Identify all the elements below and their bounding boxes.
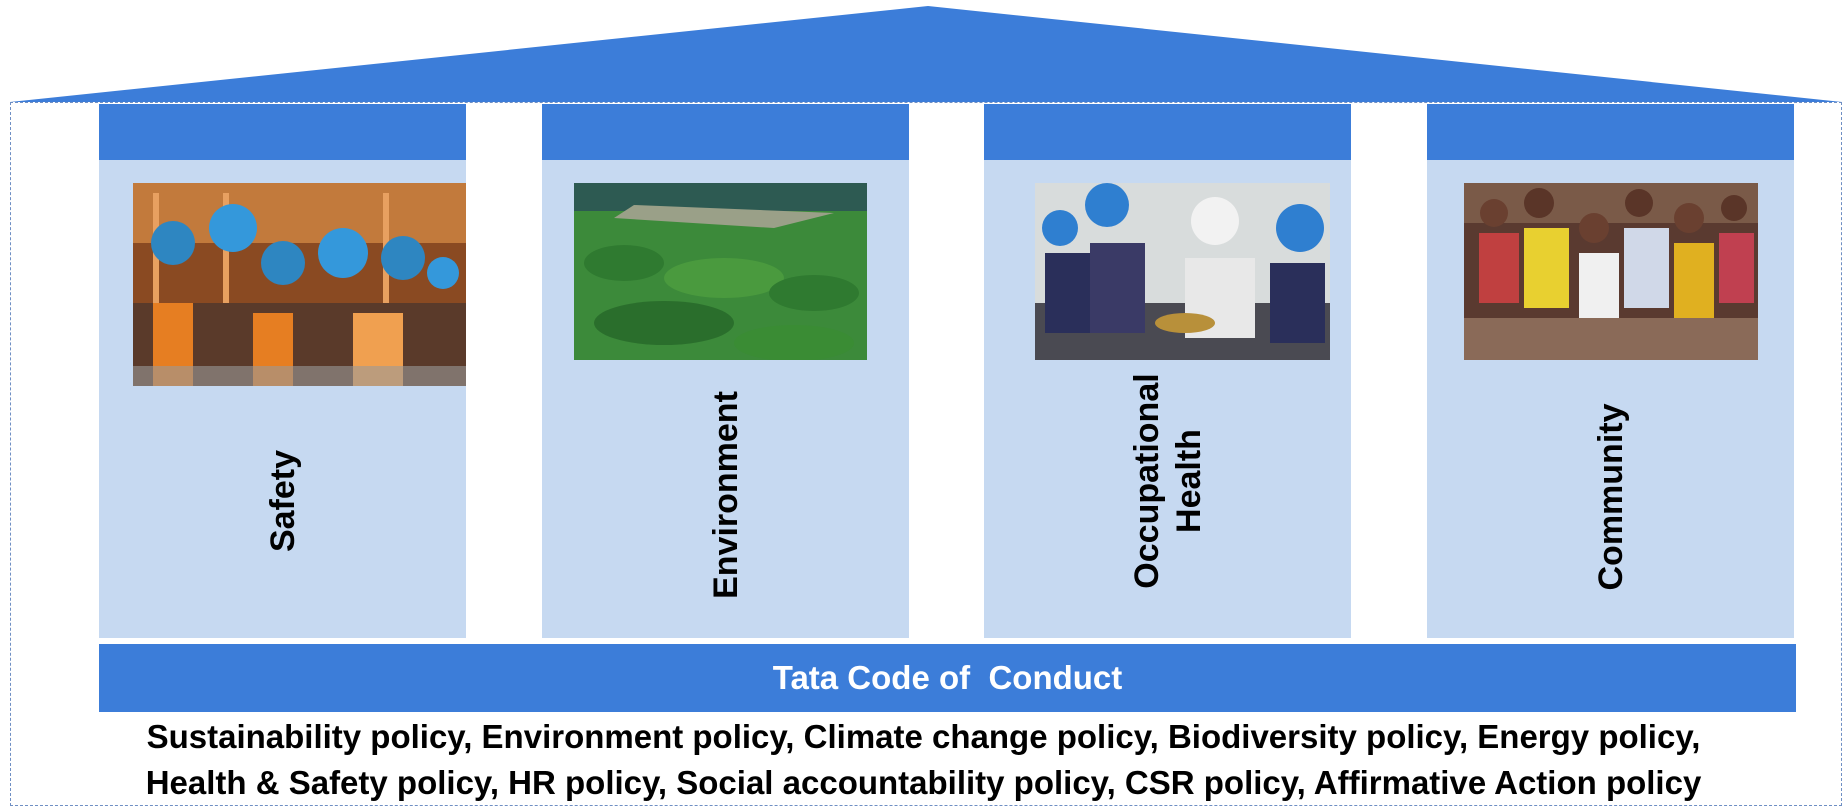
pillar-cap	[542, 104, 909, 160]
roof-triangle	[10, 6, 1842, 102]
pillar-cap	[1427, 104, 1794, 160]
policies-line-2: Health & Safety policy, HR policy, Socia…	[145, 764, 1702, 801]
pillar-community: Community	[1427, 104, 1794, 638]
pillar-label: Community	[1591, 403, 1630, 591]
community-group-photo	[1464, 183, 1758, 360]
workers-in-hard-hats-photo	[133, 183, 466, 386]
policies-line-1: Sustainability policy, Environment polic…	[146, 718, 1701, 755]
pillar-label: Environment	[706, 391, 745, 599]
pillar-environment: Environment	[542, 104, 909, 638]
building-frame	[10, 102, 1842, 806]
pillar-safety: Safety	[99, 104, 466, 638]
workers-training-photo	[1035, 183, 1330, 360]
code-of-conduct-bar: Tata Code of Conduct	[99, 644, 1796, 712]
pillar-label: Safety	[263, 449, 302, 553]
policies-list: Sustainability policy, Environment polic…	[0, 714, 1847, 806]
aerial-forest-photo	[574, 183, 867, 360]
pillar-cap	[99, 104, 466, 160]
pillar-cap	[984, 104, 1351, 160]
